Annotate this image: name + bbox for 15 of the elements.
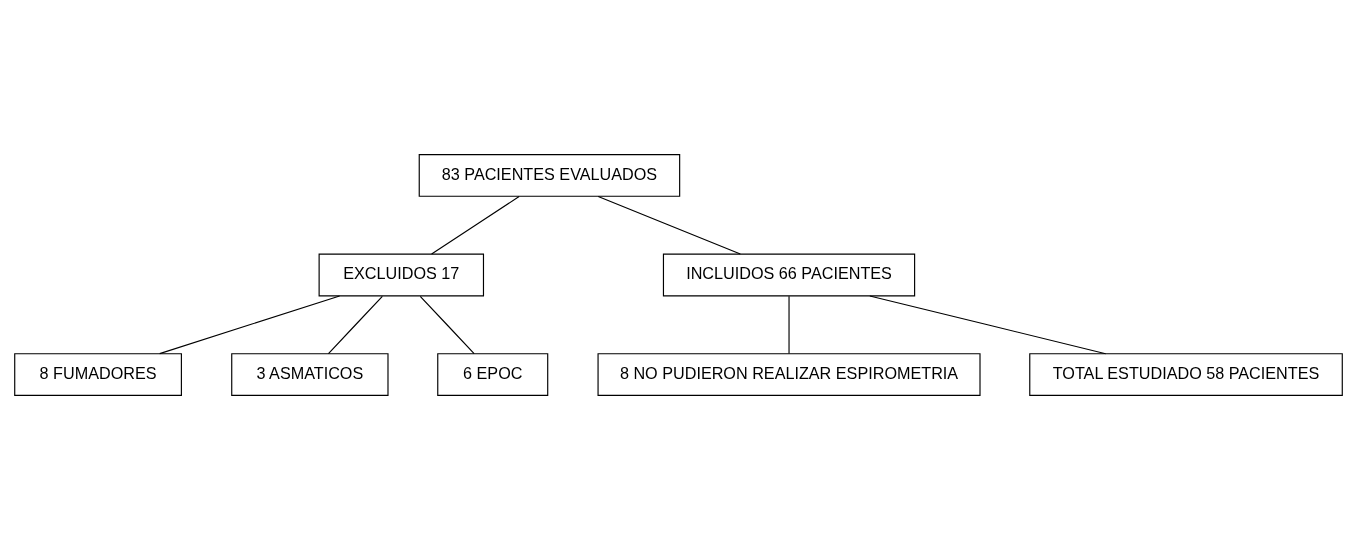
node-box: 3 ASMATICOS: [231, 353, 389, 396]
connector: [159, 295, 341, 355]
connector: [327, 295, 383, 355]
connector: [597, 195, 741, 255]
connector: [419, 295, 475, 355]
node-box: 8 NO PUDIERON REALIZAR ESPIROMETRIA: [597, 353, 981, 396]
node-box: 8 FUMADORES: [14, 353, 182, 396]
node-box: 6 EPOC: [437, 353, 549, 396]
node-box: 83 PACIENTES EVALUADOS: [418, 154, 681, 197]
connector: [431, 195, 520, 255]
connector: [788, 295, 790, 355]
node-box: TOTAL ESTUDIADO 58 PACIENTES: [1029, 353, 1343, 396]
node-box: INCLUIDOS 66 PACIENTES: [662, 253, 916, 297]
connector: [869, 295, 1107, 355]
node-box: EXCLUIDOS 17: [318, 253, 485, 297]
